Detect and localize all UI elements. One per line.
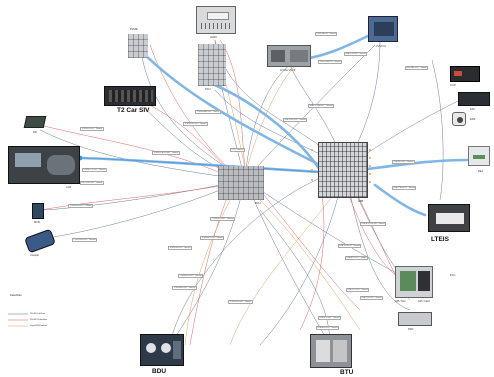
- main-bus-edge: [79, 157, 321, 173]
- channel-label: TCMS-SIV-DIO * Normal: [168, 246, 192, 250]
- eds-label: EDS: [470, 118, 476, 121]
- hcbe-vvvf-unit[interactable]: [267, 45, 311, 67]
- legend-row-redundant: RS-485 Redundant: [30, 319, 48, 321]
- bcu-unit[interactable]: [218, 166, 264, 200]
- dr-unit[interactable]: [23, 116, 47, 128]
- pcu-unit[interactable]: [198, 44, 226, 86]
- channel-label: LRB-REJ-DIO * Normal: [392, 160, 415, 164]
- bcu-label: BCU: [255, 202, 261, 205]
- pcu-label: PCU: [205, 88, 211, 91]
- channel-label: LRB-BCU-RS-485 * Normal: [360, 222, 387, 226]
- channel-label: TCMS-BTU-DIO * Normal: [228, 300, 253, 304]
- hvac-label: HVAC: [210, 36, 218, 39]
- apu-slot-label: APU Slot: [395, 300, 406, 303]
- channel-label: LRB-CCD-DIO * Normal: [344, 52, 368, 56]
- lrb-label: LRB: [358, 200, 364, 203]
- hcbe-vvvf-label: Hi Cbe VVVF: [280, 69, 296, 72]
- rej-unit[interactable]: [468, 146, 490, 166]
- channel-label: TCMS-BCU-DIO * Normal: [210, 217, 235, 221]
- btu-unit[interactable]: [310, 334, 352, 368]
- coupler-label: Coupler: [30, 254, 40, 257]
- channel-label: TCMS-BCU-DIO * Normal: [178, 274, 203, 278]
- fac-label: FAC: [470, 108, 476, 111]
- t2-car-siv-label: T2 Car SIV: [117, 107, 150, 114]
- dvmr-unit[interactable]: [128, 34, 148, 58]
- rej-label: REJ: [478, 170, 483, 173]
- channel-label: HVAC-TCMS-DIO * Normal: [308, 104, 334, 108]
- channel-label: LRB-PDC-DIO * Normal: [360, 296, 384, 300]
- channel-label: LRB-MCB-DIO * Normal: [338, 244, 362, 248]
- channel-label: LRB-LTEIS-DIO * Normal: [392, 186, 417, 190]
- channel-label: LRB-BTU-DIO * Normal: [318, 316, 341, 320]
- channel-label: DR-TCMS-DIO * Normal: [80, 181, 104, 185]
- lcd-unit[interactable]: [8, 146, 80, 184]
- vvvf-ia-label: VVVF IA: [376, 45, 386, 48]
- channel-label: TCMS-MCB-DIO * Normal: [68, 204, 94, 208]
- btu-label: BTU: [340, 369, 354, 376]
- t2-car-siv-unit[interactable]: [104, 86, 156, 106]
- ccd-unit[interactable]: [450, 66, 480, 82]
- hvac-unit[interactable]: [196, 6, 236, 34]
- channel-label: TCMS-HVAC-DIO * Normal: [195, 110, 221, 114]
- apu-card-label: APU Card: [418, 300, 430, 303]
- pdc-label: PDC: [408, 328, 414, 331]
- lrb-unit[interactable]: [318, 142, 368, 198]
- channel-label: PCU * Normal: [230, 148, 245, 152]
- channel-label: LRB-BDU-DIO * Normal: [316, 326, 340, 330]
- channel-label: TCMS-LCD-DIO * Normal: [82, 168, 107, 172]
- channel-label: LRB-APU-DIO * Normal: [345, 256, 369, 260]
- channel-label: EDS-FAC-DIO * Normal: [405, 66, 429, 70]
- dvmr-label: DVMR: [130, 28, 138, 31]
- channel-label: TCMS-LRB-RS-485 * Normal: [152, 151, 180, 155]
- fac-unit[interactable]: [458, 92, 490, 106]
- date-note: Date/Date: [10, 294, 22, 297]
- channel-label: VVVF-IA-DIO * Normal: [315, 32, 338, 36]
- vvvf-ia-unit[interactable]: [368, 16, 398, 42]
- mcb-unit[interactable]: [32, 203, 44, 219]
- lcd-label: LCD: [66, 186, 72, 189]
- eds-unit[interactable]: [452, 112, 466, 126]
- lteis-label: LTEIS: [431, 236, 449, 243]
- channel-label: LRB-VVVF-DIO * Normal: [283, 118, 308, 122]
- ccd-label: CCD: [450, 84, 456, 87]
- channel-label: TCMS-PRS-DIO * Normal: [183, 122, 208, 126]
- mcb-label: MCB: [34, 221, 40, 224]
- apu-slot-unit[interactable]: [395, 266, 433, 298]
- channel-label: TCMS-BDU-DIO * Normal: [172, 286, 197, 290]
- bdu-unit[interactable]: [140, 334, 184, 366]
- pcc-label: PCC: [450, 274, 456, 277]
- lteis-unit[interactable]: [428, 204, 470, 232]
- channel-label: LRB-PCC-DIO * Normal: [346, 288, 370, 292]
- channel-label: COUP-BDU-DIO * Normal: [72, 238, 97, 242]
- channel-label: TCMS-BCU-RS * Normal: [200, 236, 225, 240]
- channel-label: VVVF-LRB-DIO * Normal: [318, 60, 343, 64]
- bdu-label: BDU: [152, 368, 167, 375]
- channel-label: TCMS-DR-DIO * Normal: [80, 127, 104, 131]
- legend-row-data: RS-485 link/Data: [30, 313, 46, 315]
- legend-row-signal: Signal/RS-Enabled: [30, 325, 47, 327]
- pdc-unit[interactable]: [398, 312, 432, 326]
- dr-label: DR: [33, 131, 37, 134]
